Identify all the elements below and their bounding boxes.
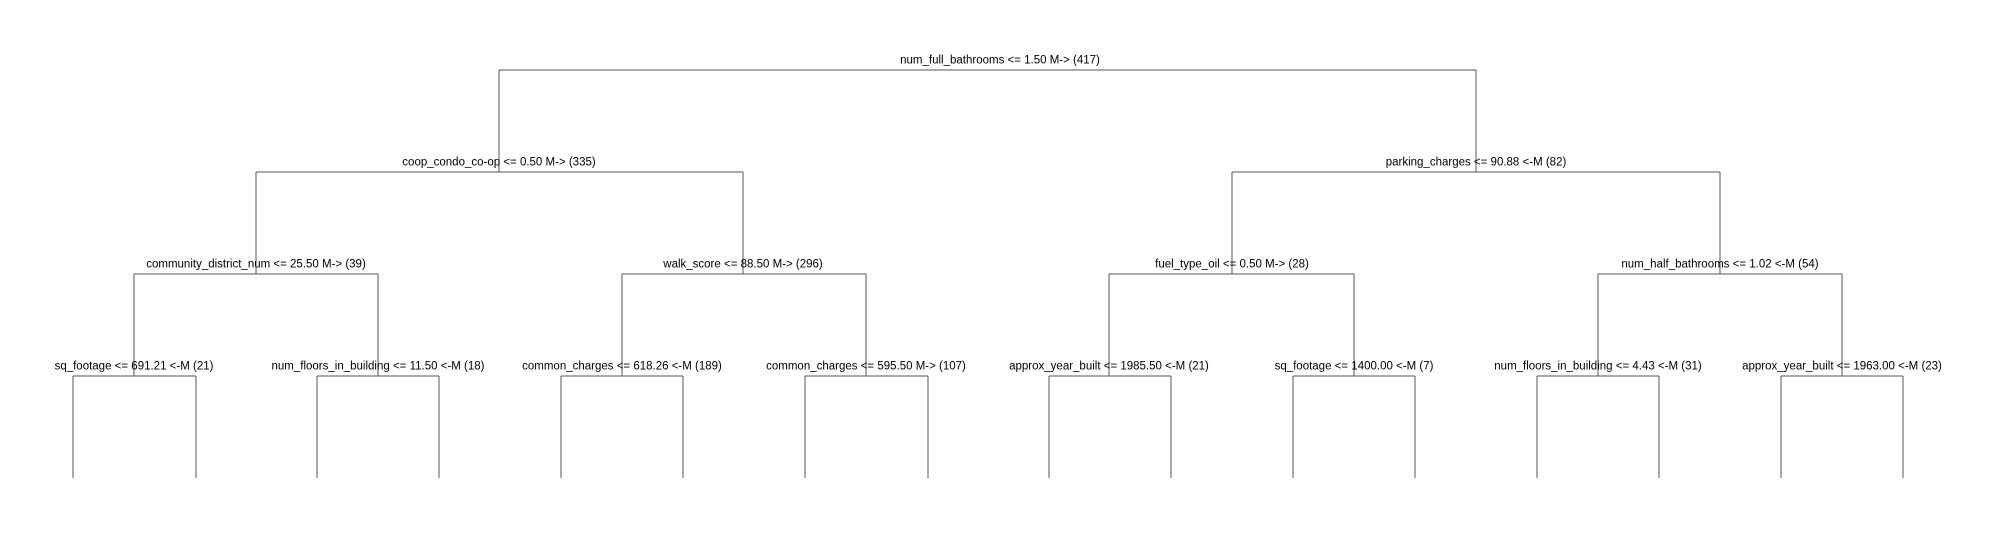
node-label-rrr: approx_year_built <= 1963.00 <-M (23) bbox=[1742, 360, 1942, 373]
node-label-ll: community_district_num <= 25.50 M-> (39) bbox=[146, 258, 366, 271]
node-label-r: parking_charges <= 90.88 <-M (82) bbox=[1385, 156, 1567, 169]
node-label-l: coop_condo_co-op <= 0.50 M-> (335) bbox=[402, 156, 596, 169]
node-label-llr: num_floors_in_building <= 11.50 <-M (18) bbox=[271, 360, 485, 373]
node-label-lrl: common_charges <= 618.26 <-M (189) bbox=[522, 360, 722, 373]
node-label-lrr: common_charges <= 595.50 M-> (107) bbox=[766, 360, 966, 373]
node-label-lll: sq_footage <= 691.21 <-M (21) bbox=[54, 360, 214, 373]
node-label-rr: num_half_bathrooms <= 1.02 <-M (54) bbox=[1621, 258, 1819, 271]
node-label-lr: walk_score <= 88.50 M-> (296) bbox=[663, 258, 823, 271]
node-label-rrl: num_floors_in_building <= 4.43 <-M (31) bbox=[1494, 360, 1702, 373]
node-label-root: num_full_bathrooms <= 1.50 M-> (417) bbox=[900, 54, 1100, 67]
node-label-rll: approx_year_built <= 1985.50 <-M (21) bbox=[1009, 360, 1209, 373]
node-label-rl: fuel_type_oil <= 0.50 M-> (28) bbox=[1155, 258, 1309, 271]
node-label-rlr: sq_footage <= 1400.00 <-M (7) bbox=[1274, 360, 1434, 373]
